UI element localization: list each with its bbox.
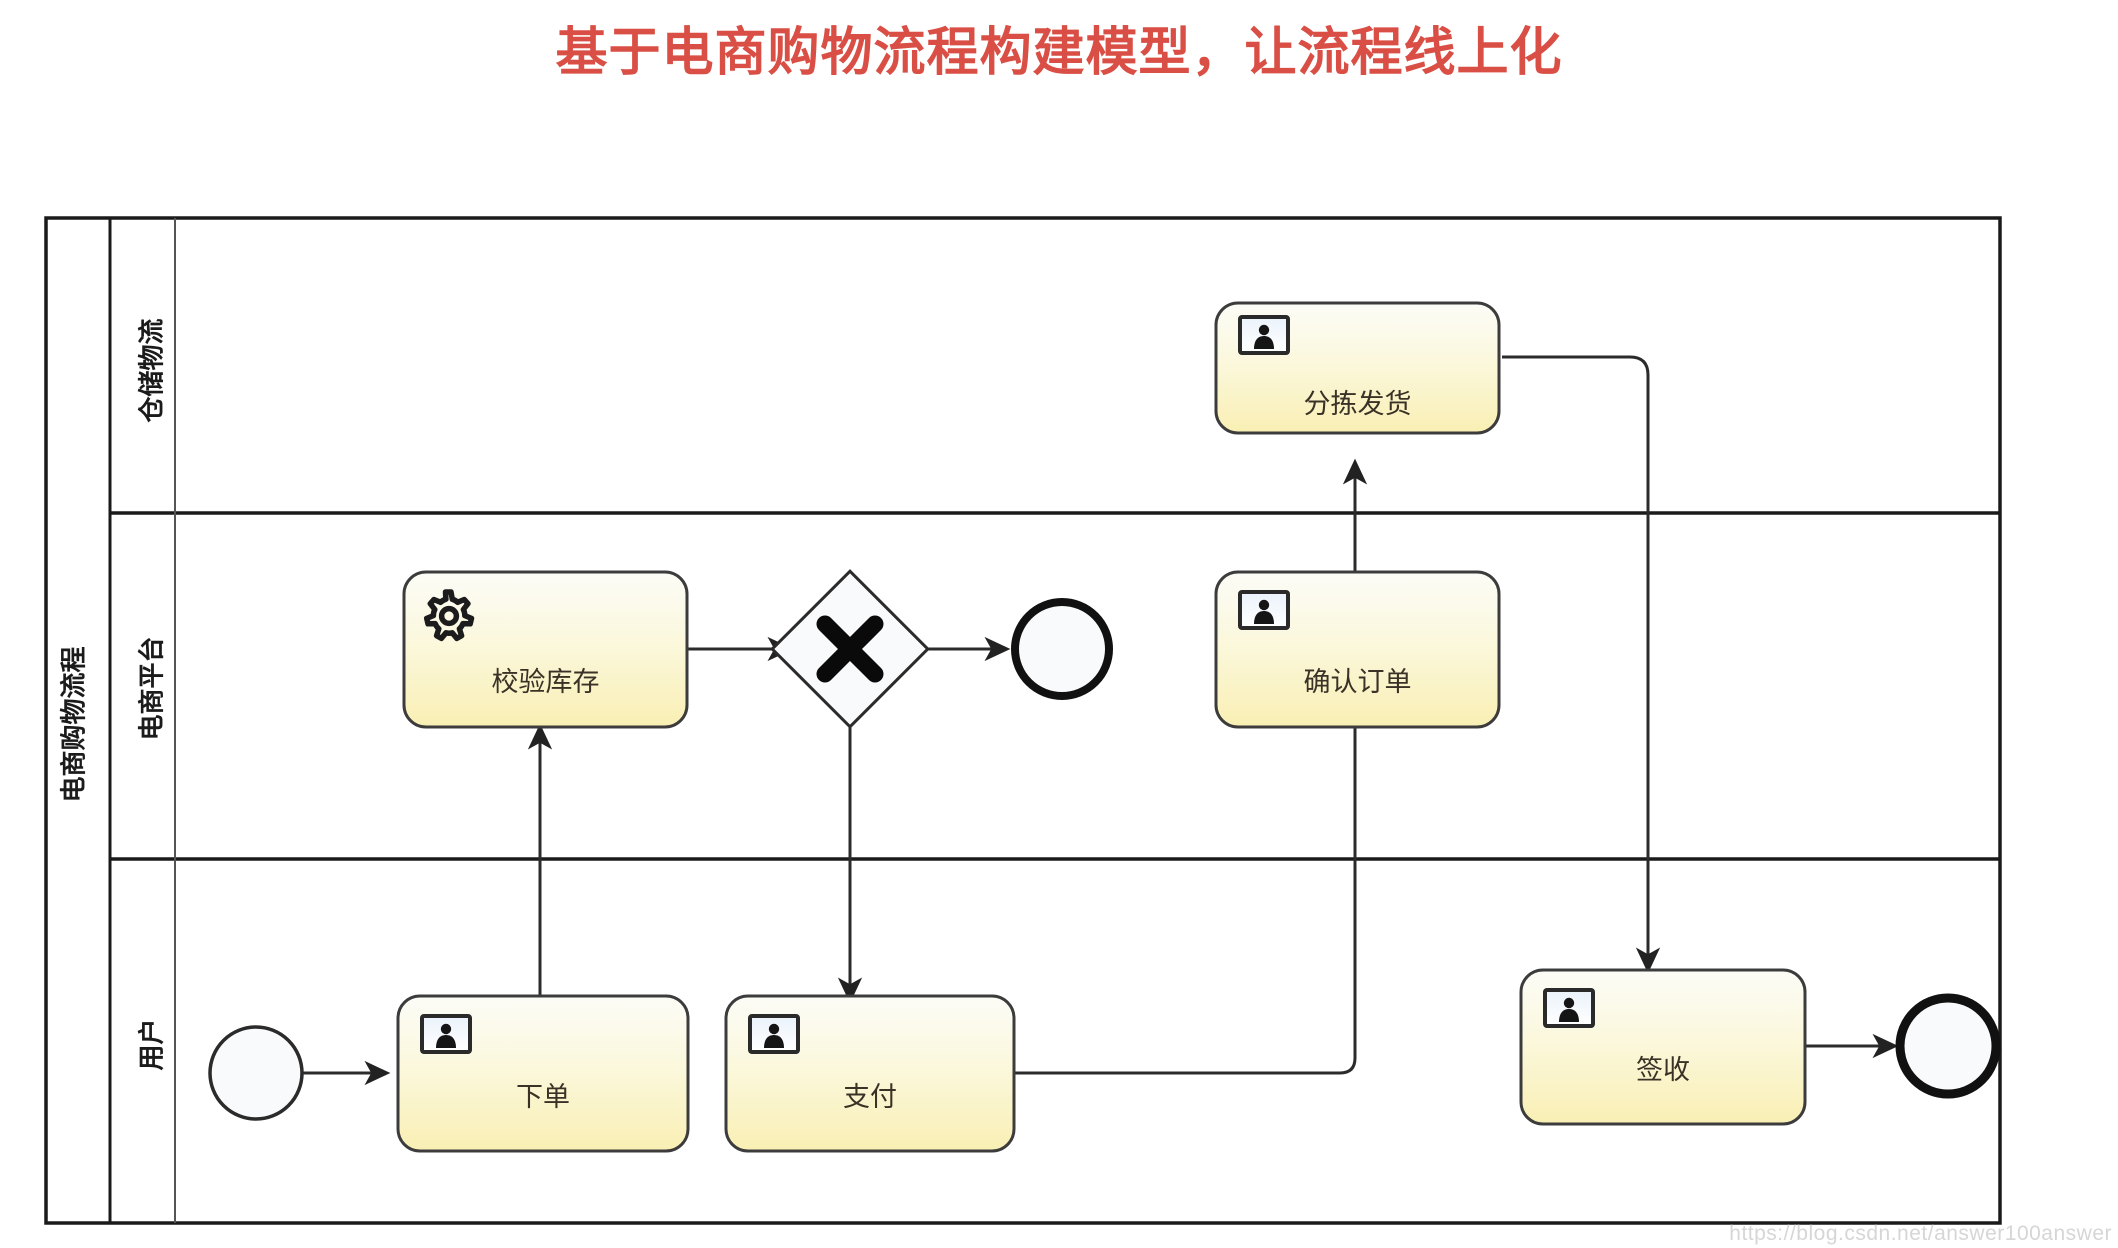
task-place-order[interactable] xyxy=(396,994,690,1153)
user-task-icon xyxy=(1543,988,1595,1028)
gear-icon xyxy=(423,589,475,642)
gateway-exclusive[interactable] xyxy=(770,569,930,729)
end-event-platform[interactable] xyxy=(1011,598,1113,700)
user-task-icon xyxy=(1238,590,1290,630)
task-confirm-order[interactable] xyxy=(1214,570,1501,729)
x-gateway-icon xyxy=(816,615,884,683)
task-check-stock[interactable] xyxy=(402,570,689,729)
pool-label: 电商购物流程 xyxy=(58,646,89,803)
lane-label-warehouse: 仓储物流 xyxy=(136,318,167,423)
end-event-user[interactable] xyxy=(1895,993,2001,1099)
user-task-icon xyxy=(1238,315,1290,355)
task-pay[interactable] xyxy=(724,994,1016,1153)
task-sort-ship[interactable] xyxy=(1214,301,1501,435)
lane-label-user: 用户 xyxy=(136,1018,167,1071)
page-title: 基于电商购物流程构建模型，让流程线上化 xyxy=(555,24,1563,82)
flow-pay-to-confirm-order xyxy=(1014,661,1368,1075)
task-receive[interactable] xyxy=(1519,968,1807,1126)
user-task-icon xyxy=(420,1014,472,1054)
flow-sort-ship-to-receive xyxy=(1502,355,1661,974)
watermark: https://blog.csdn.net/answer100answer xyxy=(1729,1222,2112,1245)
sequence-flows xyxy=(300,355,1899,1086)
start-event[interactable] xyxy=(208,1025,304,1121)
user-task-icon xyxy=(748,1014,800,1054)
lane-label-platform: 电商平台 xyxy=(136,636,167,741)
